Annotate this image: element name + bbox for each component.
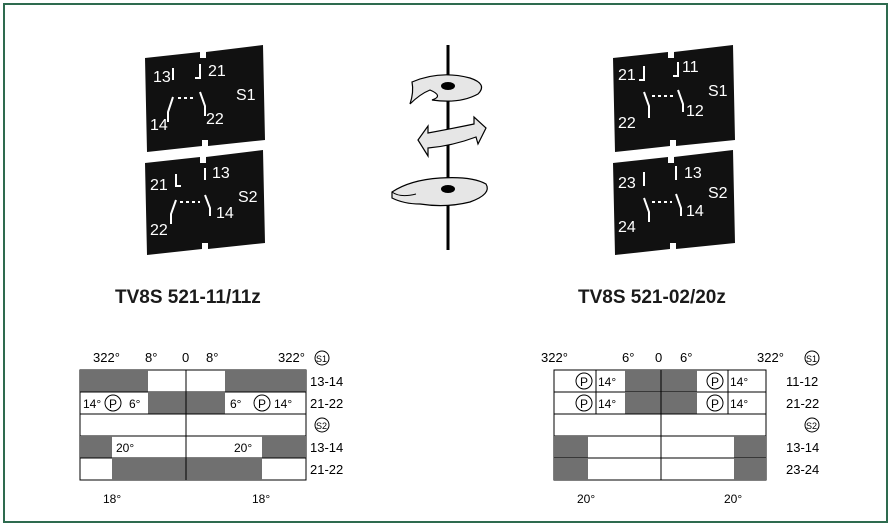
left-row2-c: 6° bbox=[230, 397, 242, 411]
right-row1-p2: P bbox=[711, 375, 719, 389]
left-plate-s2: 21 13 22 14 S2 bbox=[145, 150, 265, 255]
left-row1-label: 13-14 bbox=[310, 374, 343, 389]
left-row2-label: 21-22 bbox=[310, 396, 343, 411]
right-row4-label: 13-14 bbox=[786, 440, 819, 455]
left-row-2: 14° P 6° 6° P 14° 21-22 bbox=[79, 391, 343, 415]
left-row-4: 20° 20° 13-14 bbox=[79, 435, 343, 459]
right-p1-t3: 22 bbox=[618, 115, 636, 132]
right-s1-badge: S1 bbox=[804, 350, 820, 366]
right-angle-3: 0 bbox=[655, 350, 662, 365]
left-p1-name: S1 bbox=[236, 87, 256, 104]
right-row2-p2: P bbox=[711, 397, 719, 411]
left-row-5: 21-22 bbox=[79, 457, 343, 481]
right-angle-5: 322° bbox=[757, 350, 784, 365]
left-row2-p1: P bbox=[109, 397, 117, 411]
left-s1-badge: S1 bbox=[314, 350, 330, 366]
right-angle-1: 322° bbox=[541, 350, 568, 365]
left-p2-t3: 22 bbox=[150, 222, 168, 239]
left-p2-t4: 14 bbox=[216, 205, 234, 222]
left-plate-s1: 13 21 14 22 S1 bbox=[145, 45, 265, 152]
left-p1-t2: 21 bbox=[208, 63, 226, 80]
left-p1-t1: 13 bbox=[153, 69, 171, 86]
left-p1-t3: 14 bbox=[150, 117, 168, 134]
right-angle-2: 6° bbox=[622, 350, 634, 365]
left-p2-t2: 13 bbox=[212, 165, 230, 182]
right-p2-t1: 23 bbox=[618, 175, 636, 192]
right-p2-t4: 14 bbox=[686, 203, 704, 220]
right-row1-label: 11-12 bbox=[786, 374, 818, 389]
right-row1-p1: P bbox=[580, 375, 588, 389]
svg-text:S1: S1 bbox=[316, 354, 327, 364]
right-row-2: P 14° P 14° 21-22 bbox=[553, 391, 819, 415]
right-p2-t3: 24 bbox=[618, 219, 636, 236]
left-switch-table: 322° 8° 0 8° 322° S1 13-14 14° P 6° 6° bbox=[79, 350, 343, 506]
left-row2-d: 14° bbox=[274, 397, 292, 411]
right-p2-contact-symbol bbox=[643, 166, 682, 222]
left-p2-contact-symbol bbox=[170, 168, 211, 224]
right-title: TV8S 521-02/20z bbox=[578, 287, 726, 308]
right-row2-label: 21-22 bbox=[786, 396, 819, 411]
left-angle-4: 8° bbox=[206, 350, 218, 365]
right-row-3: S2 bbox=[553, 413, 820, 437]
right-switch-table: 322° 6° 0 6° 322° S1 P 14° P 14° 11-12 bbox=[541, 350, 820, 506]
right-p1-name: S1 bbox=[708, 83, 728, 100]
left-p2-name: S2 bbox=[238, 189, 258, 206]
left-p2-t1: 21 bbox=[150, 177, 168, 194]
left-row2-a: 14° bbox=[83, 397, 101, 411]
left-row-1: 13-14 bbox=[79, 369, 343, 393]
left-p1-contact-symbol bbox=[167, 64, 206, 122]
right-p1-t1: 21 bbox=[618, 67, 636, 84]
left-row2-b: 6° bbox=[129, 397, 141, 411]
left-row-3: S2 bbox=[79, 413, 330, 437]
left-angle-1: 322° bbox=[93, 350, 120, 365]
right-p2-t2: 13 bbox=[684, 165, 702, 182]
left-s2-badge: S2 bbox=[316, 421, 327, 431]
left-bottom-b: 18° bbox=[252, 492, 270, 506]
rotation-icon bbox=[391, 45, 488, 250]
left-angle-3: 0 bbox=[182, 350, 189, 365]
right-row-4: 13-14 bbox=[553, 435, 819, 459]
right-bottom-a: 20° bbox=[577, 492, 595, 506]
right-angle-4: 6° bbox=[680, 350, 692, 365]
right-row1-b: 14° bbox=[730, 375, 748, 389]
left-angle-5: 322° bbox=[278, 350, 305, 365]
right-plate-s2: 23 13 24 14 S2 bbox=[613, 150, 735, 255]
right-bottom-b: 20° bbox=[724, 492, 742, 506]
right-row1-a: 14° bbox=[598, 375, 616, 389]
left-angle-2: 8° bbox=[145, 350, 157, 365]
right-plate-s1: 21 11 22 12 S1 bbox=[613, 45, 735, 152]
right-row2-p1: P bbox=[580, 397, 588, 411]
left-row4-a: 20° bbox=[116, 441, 134, 455]
left-row2-p2: P bbox=[258, 397, 266, 411]
right-row5-label: 23-24 bbox=[786, 462, 819, 477]
left-row5-label: 21-22 bbox=[310, 462, 343, 477]
right-p2-name: S2 bbox=[708, 185, 728, 202]
right-p1-contact-symbol bbox=[639, 62, 684, 118]
right-s2-badge: S2 bbox=[806, 421, 817, 431]
left-row4-label: 13-14 bbox=[310, 440, 343, 455]
right-row-1: P 14° P 14° 11-12 bbox=[553, 369, 818, 393]
right-row-5: 23-24 bbox=[553, 457, 819, 481]
left-p1-t4: 22 bbox=[206, 111, 224, 128]
svg-text:S1: S1 bbox=[806, 354, 817, 364]
left-title: TV8S 521-11/11z bbox=[115, 287, 261, 308]
right-p1-t2: 11 bbox=[682, 59, 699, 76]
right-row2-b: 14° bbox=[730, 397, 748, 411]
right-row2-a: 14° bbox=[598, 397, 616, 411]
left-bottom-a: 18° bbox=[103, 492, 121, 506]
left-row4-b: 20° bbox=[234, 441, 252, 455]
right-p1-t4: 12 bbox=[686, 103, 704, 120]
